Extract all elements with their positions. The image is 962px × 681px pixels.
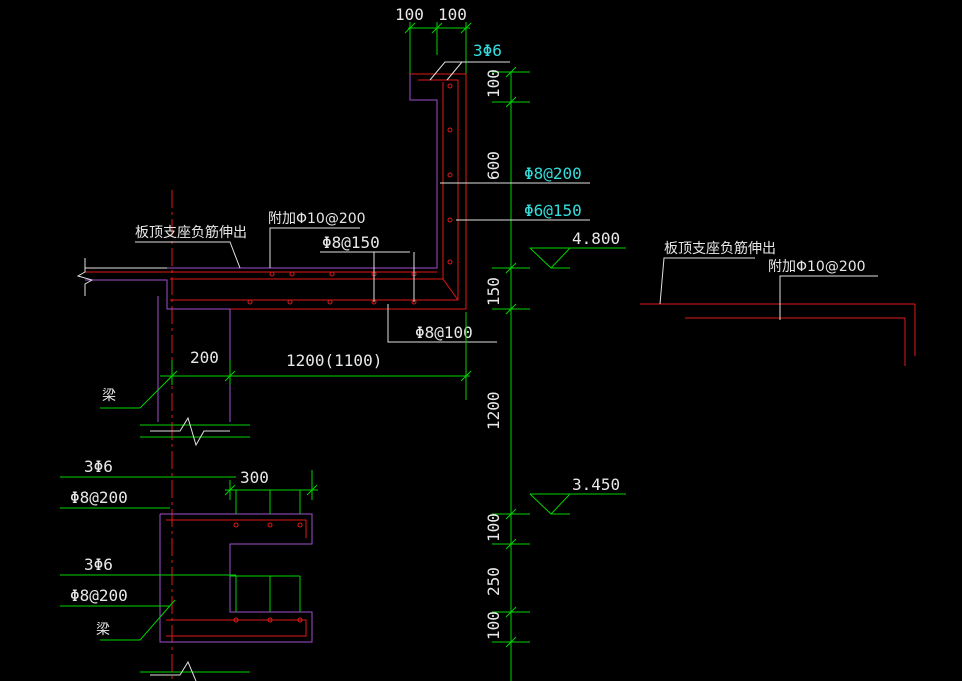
elevation-lower: 3.450 <box>572 475 620 494</box>
label-slab-distribution: Φ8@150 <box>322 233 380 252</box>
note-detail-support: 板顶支座负筋伸出 <box>664 240 776 257</box>
elevation-marker-upper <box>529 247 626 269</box>
right-detail <box>640 257 916 366</box>
dim-parapet-height: 100 <box>484 69 503 98</box>
dim-cantilever: 1200(1100) <box>286 351 382 370</box>
slab-leaders <box>135 227 497 343</box>
beam-break-lower <box>140 660 250 681</box>
label-slab-bottom: Φ8@100 <box>415 323 473 342</box>
label-beam-upper-long: 3Φ6 <box>84 457 113 476</box>
dim-top-right: 100 <box>438 5 467 24</box>
parapet-slab-outline <box>85 73 467 422</box>
label-beam-lower-long: 3Φ6 <box>84 555 113 574</box>
elevation-marker-lower <box>529 493 626 515</box>
rebar-dots-parapet <box>247 83 453 305</box>
dim-lower-100b: 100 <box>484 611 503 640</box>
dim-parapet-upper: 600 <box>484 151 503 180</box>
dim-beam-width: 200 <box>190 348 219 367</box>
label-slab-extra: 附加Φ10@200 <box>268 211 366 227</box>
label-detail-extra: 附加Φ10@200 <box>768 259 866 275</box>
label-beam-lower-stirrup: Φ8@200 <box>70 586 128 605</box>
break-symbol-slab <box>76 258 94 296</box>
top-dimension <box>404 22 472 78</box>
note-beam-lower: 梁 <box>96 622 110 638</box>
beam-break-upper <box>140 416 250 447</box>
dim-lower-beam: 300 <box>240 468 269 487</box>
note-beam-upper: 梁 <box>102 388 116 404</box>
vertical-dimension-chain <box>492 66 530 681</box>
lower-beam-outline <box>159 490 313 643</box>
label-parapet-vertical: Φ8@200 <box>524 164 582 183</box>
lower-beam-dim <box>224 470 318 500</box>
dim-floor-height: 1200 <box>484 391 503 430</box>
note-slab-support: 板顶支座负筋伸出 <box>135 224 247 241</box>
label-parapet-top: 3Φ6 <box>473 41 502 60</box>
dim-slab-thickness: 150 <box>484 277 503 306</box>
dim-top-left: 100 <box>395 5 424 24</box>
horizontal-dims <box>100 312 472 409</box>
lower-beam-leaders <box>60 476 236 641</box>
rebar-dots-beam <box>233 522 303 623</box>
dim-lower-250: 250 <box>484 567 503 596</box>
elevation-upper: 4.800 <box>572 229 620 248</box>
label-parapet-horizontal: Φ6@150 <box>524 201 582 220</box>
parapet-leaders <box>429 61 590 221</box>
dim-lower-100a: 100 <box>484 513 503 542</box>
label-beam-upper-stirrup: Φ8@200 <box>70 488 128 507</box>
